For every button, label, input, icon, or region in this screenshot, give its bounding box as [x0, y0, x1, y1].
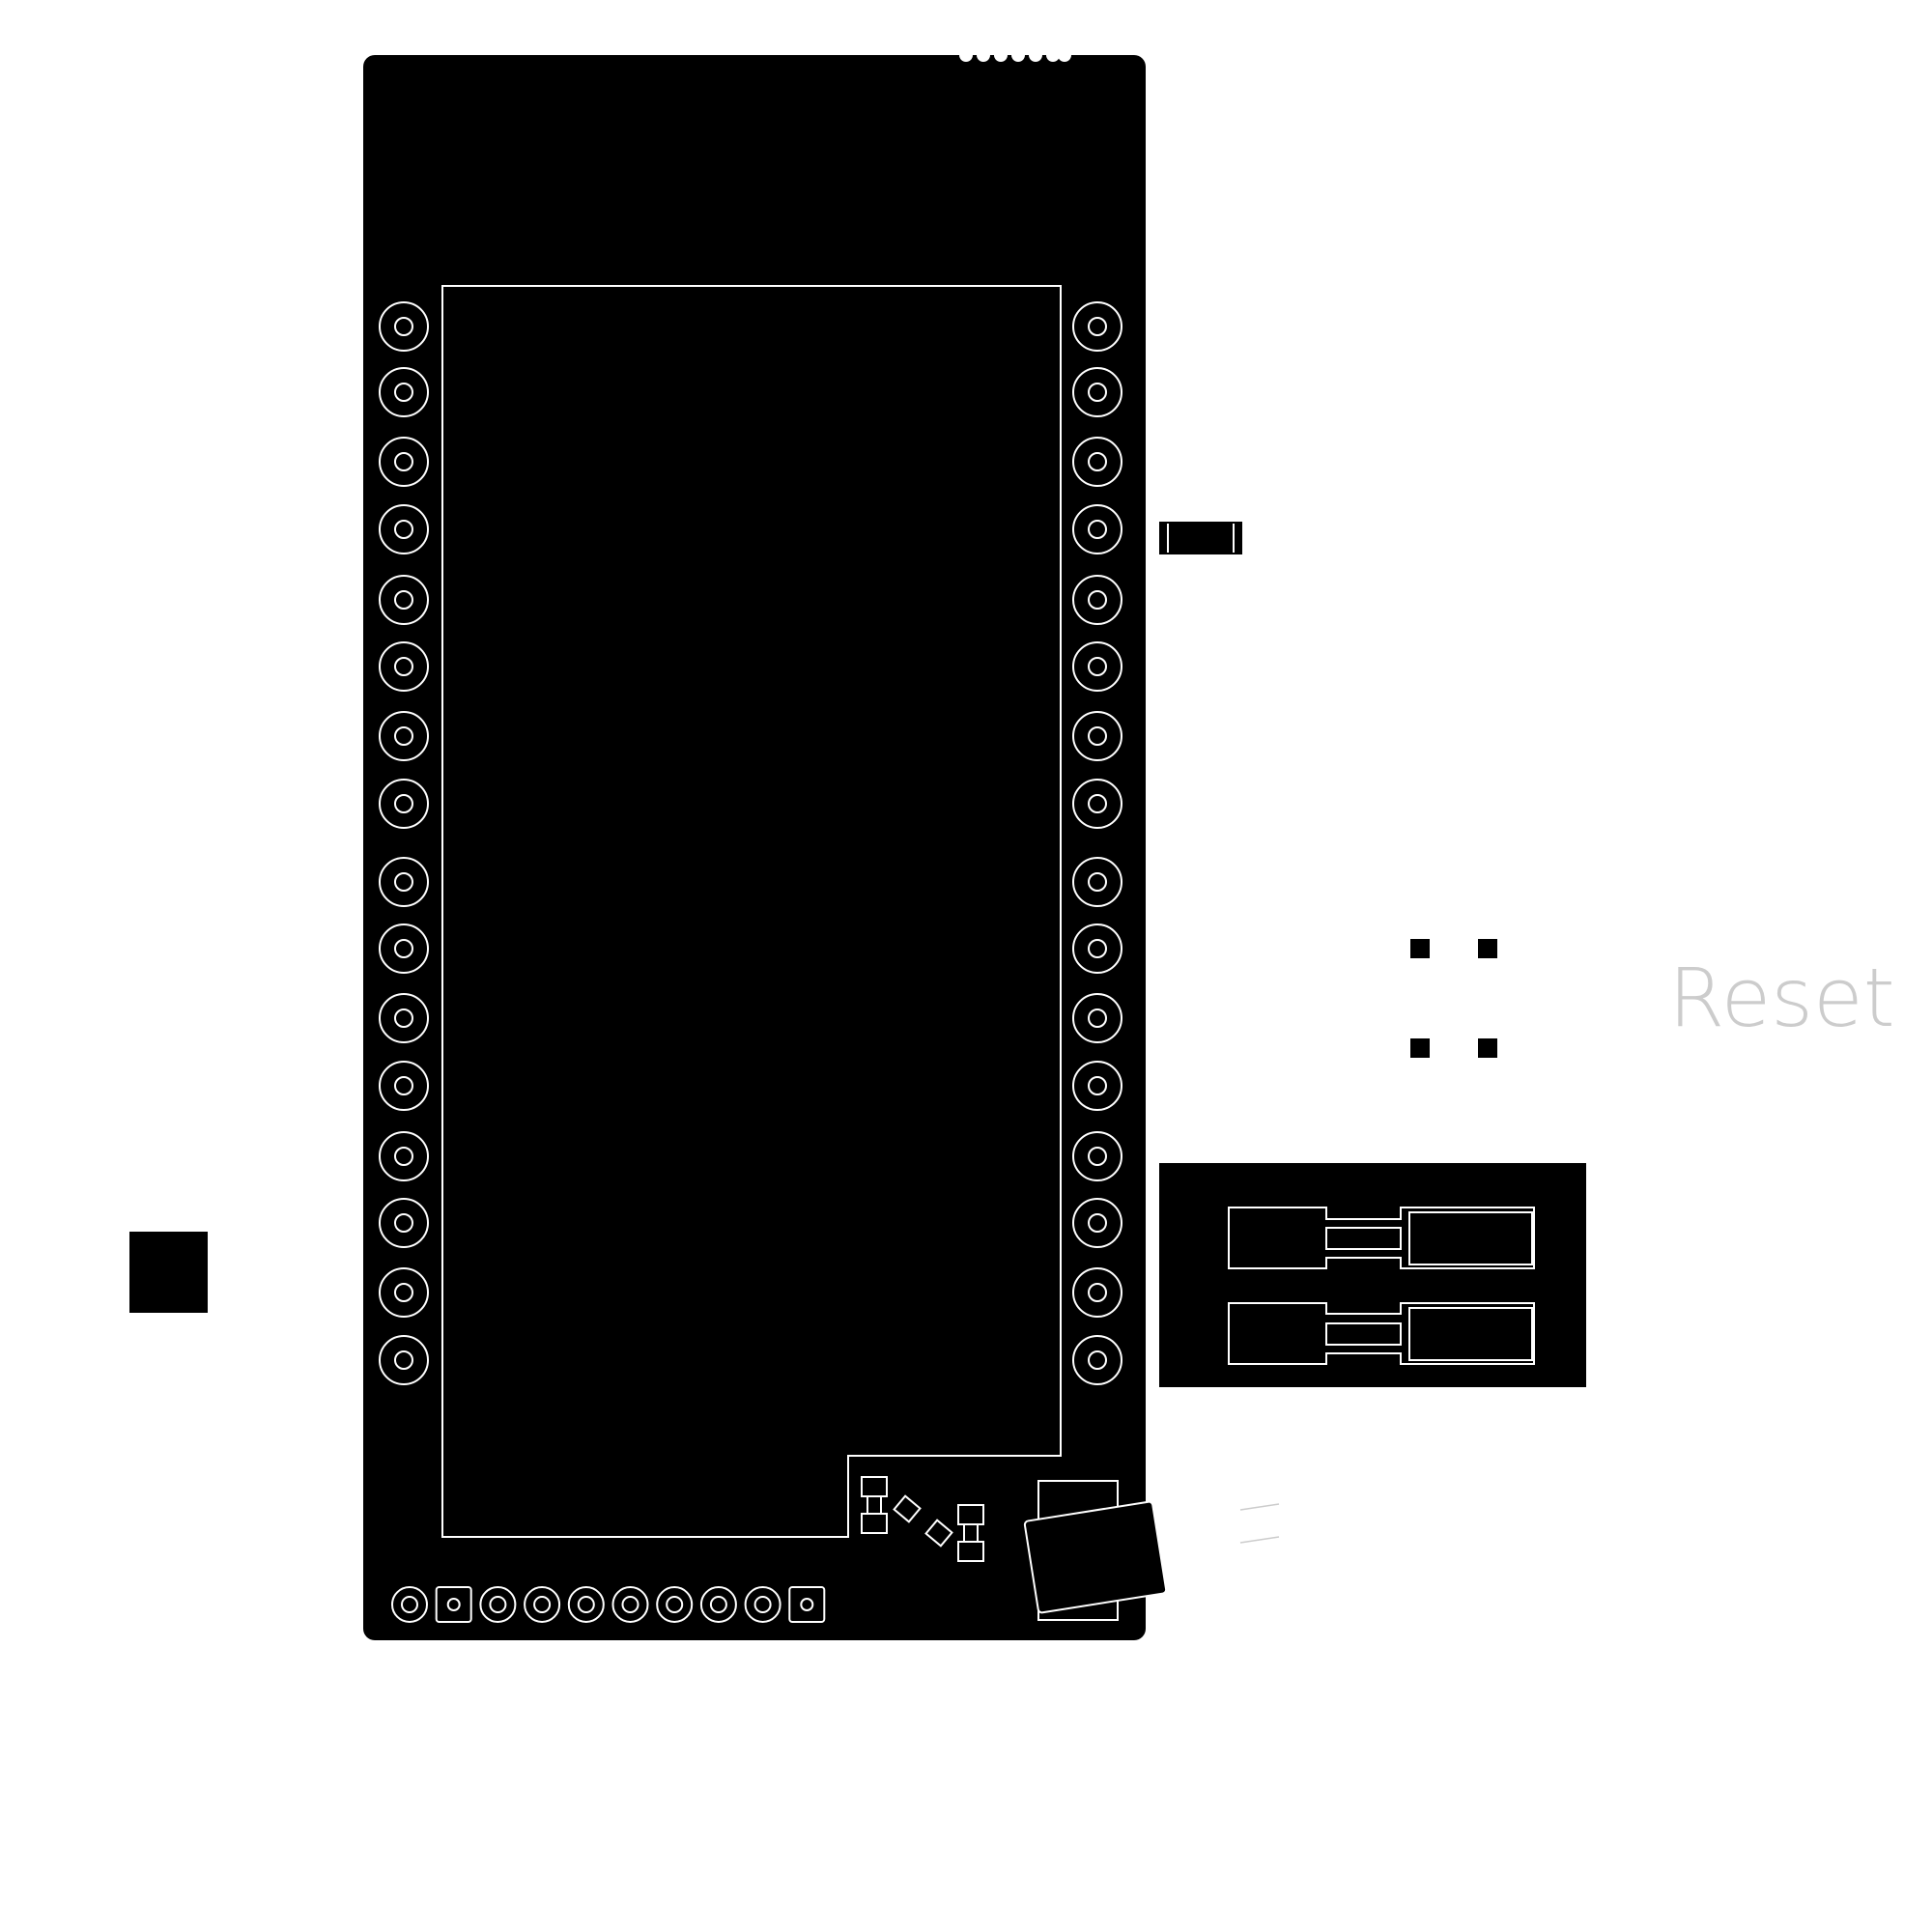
- connector-footprint: [1023, 1480, 1168, 1621]
- right-pin-3: [1072, 437, 1122, 487]
- right-pin-14: [1072, 1198, 1122, 1248]
- right-pin-5: [1072, 575, 1122, 625]
- left-pin-7: [379, 711, 429, 761]
- jumper-block: [1159, 1163, 1586, 1387]
- smd-component-group: [861, 1476, 984, 1562]
- jumper-1: [1228, 1207, 1535, 1269]
- right-pin-15: [1072, 1267, 1122, 1318]
- left-pin-3: [379, 437, 429, 487]
- right-pin-9: [1072, 857, 1122, 907]
- bottom-pin-9: [744, 1586, 781, 1623]
- left-pin-14: [379, 1198, 429, 1248]
- connector-body: [1023, 1500, 1168, 1614]
- right-pin-4: [1072, 504, 1122, 554]
- board-outline: [363, 55, 1146, 1640]
- bottom-pin-1: [391, 1586, 428, 1623]
- right-pin-header: [1072, 301, 1122, 1385]
- left-pin-6: [379, 641, 429, 692]
- right-pin-8: [1072, 779, 1122, 829]
- faint-lines: [1239, 1503, 1280, 1544]
- bottom-pin-3: [479, 1586, 517, 1623]
- top-notch: [959, 48, 1071, 62]
- right-pin-16: [1072, 1335, 1122, 1385]
- left-pin-8: [379, 779, 429, 829]
- left-pin-13: [379, 1131, 429, 1181]
- bottom-pin-5: [567, 1586, 605, 1623]
- left-pin-5: [379, 575, 429, 625]
- right-pin-1: [1072, 301, 1122, 352]
- reset-label: Reset: [1668, 951, 1895, 1045]
- smd-capacitor-1: [861, 1476, 888, 1534]
- resistor-component: [1159, 522, 1242, 554]
- right-pin-10: [1072, 923, 1122, 974]
- reset-button-pads: [1410, 939, 1497, 1058]
- right-pin-6: [1072, 641, 1122, 692]
- left-pin-1: [379, 301, 429, 352]
- left-pin-16: [379, 1335, 429, 1385]
- left-pin-2: [379, 367, 429, 417]
- smd-capacitor-2: [957, 1504, 984, 1562]
- bottom-pin-7: [656, 1586, 694, 1623]
- right-pin-7: [1072, 711, 1122, 761]
- right-pin-2: [1072, 367, 1122, 417]
- left-pin-15: [379, 1267, 429, 1318]
- jumper-2: [1228, 1302, 1535, 1365]
- right-pin-13: [1072, 1131, 1122, 1181]
- main-board: [363, 48, 1168, 1640]
- smd-part-rotated-2: [924, 1519, 953, 1548]
- standalone-pad: [129, 1232, 208, 1313]
- right-pin-12: [1072, 1061, 1122, 1111]
- smd-part-rotated-1: [893, 1494, 922, 1523]
- left-pin-4: [379, 504, 429, 554]
- bottom-pin-6: [611, 1586, 649, 1623]
- bottom-pin-2: [435, 1586, 472, 1623]
- left-pin-11: [379, 993, 429, 1043]
- bottom-pin-8: [699, 1586, 737, 1623]
- left-pin-header: [379, 301, 429, 1385]
- right-pin-11: [1072, 993, 1122, 1043]
- bottom-pin-4: [524, 1586, 561, 1623]
- left-pin-12: [379, 1061, 429, 1111]
- left-pin-10: [379, 923, 429, 974]
- module-outline: [441, 285, 1062, 1538]
- bottom-pin-10: [788, 1586, 826, 1623]
- left-pin-9: [379, 857, 429, 907]
- bottom-pin-header: [391, 1586, 826, 1623]
